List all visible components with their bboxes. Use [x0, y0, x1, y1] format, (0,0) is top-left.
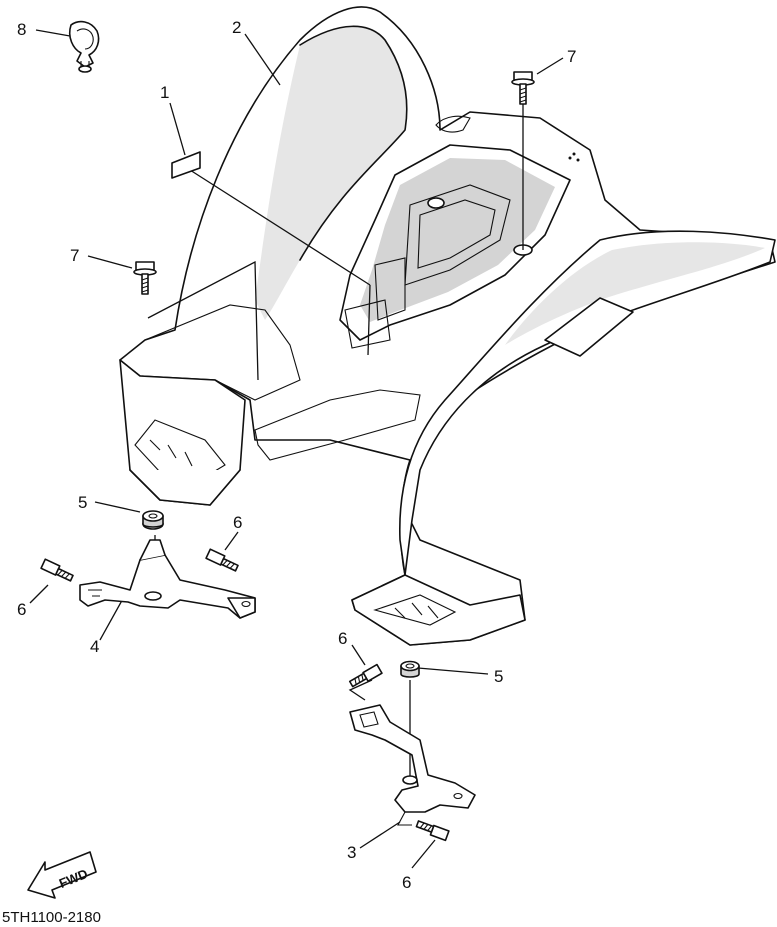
callout-6-b: 6: [233, 513, 242, 532]
part-code: 5TH1100-2180: [2, 909, 101, 926]
callout-2: 2: [232, 18, 241, 37]
callout-1: 1: [160, 83, 169, 102]
bolt-part-7-left: [133, 261, 157, 295]
callout-6-c: 6: [338, 629, 347, 648]
bolt-part-6-c: [348, 663, 383, 688]
callout-7-left: 7: [70, 246, 79, 265]
bolt-part-7-upper: [511, 71, 535, 105]
callout-labels: 8 2 7 1 7 5 6 6 4 6 5 3 6: [17, 18, 576, 892]
grommet-part-5-left: [142, 510, 164, 530]
rear-fender: [119, 6, 776, 646]
grommet-part-5-right: [400, 660, 420, 678]
bolt-part-6-b: [205, 548, 239, 572]
callout-7-upper: 7: [567, 47, 576, 66]
bolt-part-6-d: [415, 820, 450, 842]
fwd-arrow: FWD: [27, 851, 97, 899]
label-decal-part-1: [171, 151, 201, 179]
clip-part-8: [68, 20, 100, 73]
right-stay-part-3: [349, 704, 476, 826]
left-stay-part-4: [79, 539, 256, 619]
callout-5-right: 5: [494, 667, 503, 686]
bolt-part-6-a: [40, 558, 74, 582]
callout-6-d: 6: [402, 873, 411, 892]
callout-8: 8: [17, 20, 26, 39]
callout-3: 3: [347, 843, 356, 862]
callout-5-left: 5: [78, 493, 87, 512]
callout-4: 4: [90, 637, 99, 656]
callout-6-a: 6: [17, 600, 26, 619]
